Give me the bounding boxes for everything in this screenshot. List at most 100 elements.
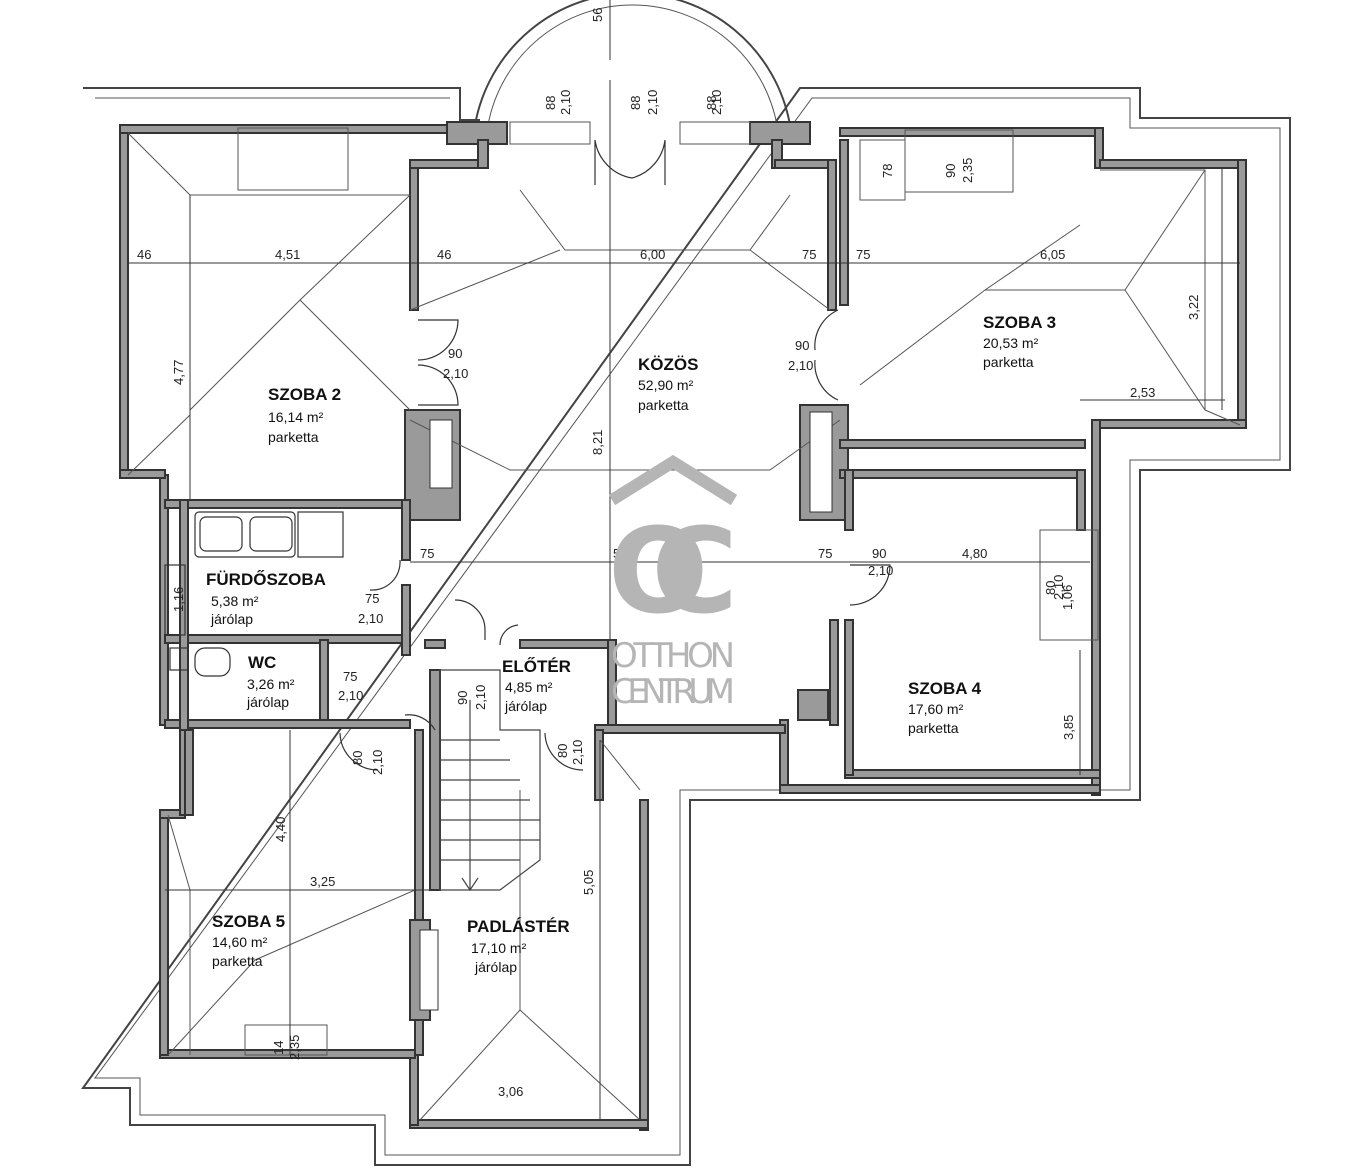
dim-label: 2,35 bbox=[287, 1035, 302, 1060]
dim-label: 5,05 bbox=[613, 546, 638, 561]
dim-label: 14 bbox=[271, 1041, 286, 1055]
watermark-line1: OTTHON bbox=[611, 636, 735, 676]
dim-label: 1,06 bbox=[1060, 585, 1075, 610]
room-label-szoba-4: SZOBA 4 17,60 m² parketta bbox=[908, 679, 982, 736]
dim-label: 2,10 bbox=[338, 688, 363, 703]
svg-text:járólap: járólap bbox=[210, 611, 253, 627]
dim-label: 80 bbox=[350, 751, 365, 765]
dim-label: 2,10 bbox=[370, 750, 385, 775]
svg-text:SZOBA 5: SZOBA 5 bbox=[212, 912, 285, 931]
room-label-szoba-3: SZOBA 3 20,53 m² parketta bbox=[983, 313, 1056, 370]
roof-outline-inner bbox=[94, 97, 1281, 1156]
svg-text:járólap: járólap bbox=[504, 698, 547, 714]
dim-label: 3,06 bbox=[498, 1084, 523, 1099]
doors bbox=[339, 139, 891, 771]
dim-label: 46 bbox=[437, 247, 451, 262]
dim-label: 4,51 bbox=[275, 247, 300, 262]
svg-text:járólap: járólap bbox=[246, 694, 289, 710]
dim-label: 2,10 bbox=[709, 90, 724, 115]
dim-label: 2,53 bbox=[1130, 385, 1155, 400]
dim-label: 2,10 bbox=[570, 740, 585, 765]
room-label-szoba-2: SZOBA 2 16,14 m² parketta bbox=[268, 385, 341, 445]
dim-label: 88 bbox=[628, 96, 643, 110]
dim-label: 90 bbox=[872, 546, 886, 561]
dim-label: 75 bbox=[856, 247, 870, 262]
svg-text:52,90 m²: 52,90 m² bbox=[638, 377, 694, 393]
dim-label: 80 bbox=[555, 744, 570, 758]
dim-label: 56 bbox=[590, 8, 605, 22]
bay-arc-inner bbox=[487, 4, 778, 126]
svg-text:14,60 m²: 14,60 m² bbox=[212, 934, 268, 950]
svg-text:16,14 m²: 16,14 m² bbox=[268, 409, 324, 425]
watermark-line2: CENTRUM bbox=[611, 672, 735, 712]
dim-label: 2,10 bbox=[788, 358, 813, 373]
roof-outline bbox=[81, 87, 1291, 1166]
dim-label: 2,10 bbox=[1051, 575, 1066, 600]
dimension-labels: 56 88 2,10 88 2,10 88 2,10 46 4,51 46 6,… bbox=[137, 8, 1201, 1099]
dim-label: 2,10 bbox=[645, 90, 660, 115]
svg-text:parketta: parketta bbox=[268, 429, 319, 445]
dim-label: 2,35 bbox=[960, 158, 975, 183]
svg-text:járólap: járólap bbox=[474, 959, 517, 975]
room-label-padlaster: PADLÁSTÉR 17,10 m² járólap bbox=[467, 917, 570, 975]
dim-label: 4,77 bbox=[171, 360, 186, 385]
room-label-furdoszoba: FÜRDŐSZOBA 5,38 m² járólap bbox=[206, 570, 326, 627]
windows bbox=[237, 121, 1099, 1056]
dim-label: 2,10 bbox=[558, 90, 573, 115]
svg-text:parketta: parketta bbox=[638, 397, 689, 413]
svg-text:3,26 m²: 3,26 m² bbox=[247, 676, 295, 692]
dim-label: 90 bbox=[455, 691, 470, 705]
dim-label: 78 bbox=[880, 164, 895, 178]
exterior-walls bbox=[119, 121, 1247, 1131]
dim-label: 8,21 bbox=[590, 430, 605, 455]
dim-label: 2,10 bbox=[868, 563, 893, 578]
dim-label: 3,85 bbox=[1061, 715, 1076, 740]
svg-text:SZOBA 4: SZOBA 4 bbox=[908, 679, 982, 698]
dim-label: 90 bbox=[943, 164, 958, 178]
dim-label: 75 bbox=[343, 669, 357, 684]
room-label-szoba-5: SZOBA 5 14,60 m² parketta bbox=[212, 912, 285, 969]
svg-text:ELŐTÉR: ELŐTÉR bbox=[502, 657, 571, 676]
svg-text:SZOBA 3: SZOBA 3 bbox=[983, 313, 1056, 332]
svg-text:FÜRDŐSZOBA: FÜRDŐSZOBA bbox=[206, 570, 326, 589]
dim-label: 75 bbox=[365, 591, 379, 606]
bathroom-fixtures bbox=[164, 511, 344, 677]
svg-text:parketta: parketta bbox=[983, 354, 1034, 370]
dim-label: 6,00 bbox=[640, 247, 665, 262]
dim-label: 5,05 bbox=[581, 870, 596, 895]
svg-text:WC: WC bbox=[248, 653, 276, 672]
dim-label: 3,22 bbox=[1186, 295, 1201, 320]
dim-label: 46 bbox=[137, 247, 151, 262]
dim-label: 90 bbox=[795, 338, 809, 353]
dim-label: 1,16 bbox=[171, 587, 186, 612]
watermark-logo: OC bbox=[608, 502, 738, 640]
dim-label: 75 bbox=[802, 247, 816, 262]
svg-text:5,38 m²: 5,38 m² bbox=[211, 593, 259, 609]
dim-label: 6,05 bbox=[1040, 247, 1065, 262]
dim-label: 3,25 bbox=[310, 874, 335, 889]
svg-text:17,60 m²: 17,60 m² bbox=[908, 701, 964, 717]
dim-label: 2,10 bbox=[358, 611, 383, 626]
dim-label: 88 bbox=[543, 96, 558, 110]
svg-text:SZOBA 2: SZOBA 2 bbox=[268, 385, 341, 404]
svg-text:parketta: parketta bbox=[212, 953, 263, 969]
dim-label: 75 bbox=[420, 546, 434, 561]
dim-label: 80 bbox=[1043, 581, 1058, 595]
svg-text:20,53 m²: 20,53 m² bbox=[983, 335, 1039, 351]
dim-label: 2,10 bbox=[473, 685, 488, 710]
radiators bbox=[419, 411, 833, 1011]
room-labels: KÖZÖS 52,90 m² parketta SZOBA 2 16,14 m²… bbox=[206, 313, 1056, 975]
svg-text:KÖZÖS: KÖZÖS bbox=[638, 355, 698, 374]
room-label-wc: WC 3,26 m² járólap bbox=[246, 653, 295, 710]
dim-label: 4,40 bbox=[273, 817, 288, 842]
dim-label: 4,80 bbox=[962, 546, 987, 561]
dimension-lines bbox=[128, 0, 1240, 1121]
room-label-eloter: ELŐTÉR 4,85 m² járólap bbox=[502, 657, 571, 714]
dim-label: 75 bbox=[818, 546, 832, 561]
svg-text:parketta: parketta bbox=[908, 720, 959, 736]
svg-text:17,10 m²: 17,10 m² bbox=[471, 940, 527, 956]
staircase bbox=[439, 669, 541, 892]
otthon-centrum-watermark: OC OTTHON CENTRUM bbox=[608, 454, 738, 712]
dim-label: 90 bbox=[448, 346, 462, 361]
